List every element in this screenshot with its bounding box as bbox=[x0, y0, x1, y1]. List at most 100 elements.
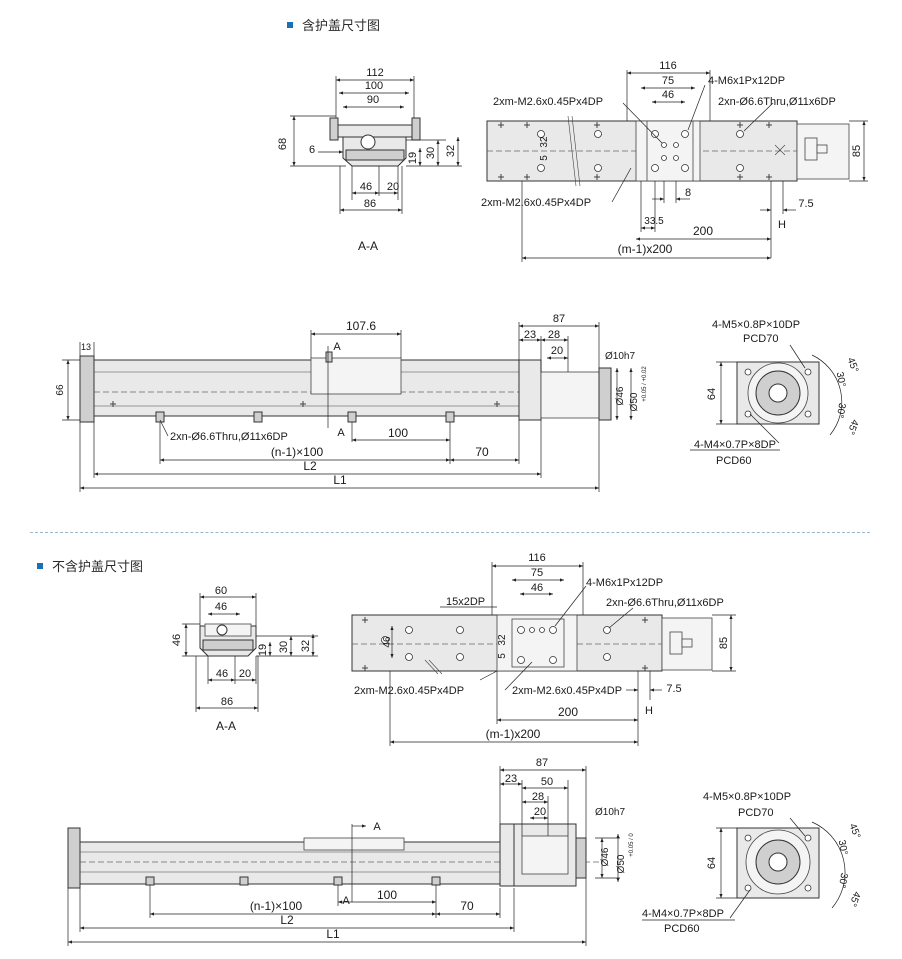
section-label: A-A bbox=[358, 239, 378, 253]
dim-tolerance: +0.05 / 0 bbox=[629, 833, 635, 857]
dim-33-5: 33.5 bbox=[644, 216, 664, 227]
tap-label: 4-M6x1Px12DP bbox=[708, 75, 785, 87]
heading-with-cover: 含护盖尺寸图 bbox=[287, 15, 380, 34]
dim-19: 19 bbox=[257, 644, 269, 656]
dim-23: 23 bbox=[505, 773, 517, 785]
flange-pcd60: PCD60 bbox=[664, 923, 699, 935]
bottom-side-view: 87 23 50 28 20 A A Ø10h7 Ø46 Ø50 +0.05 /… bbox=[67, 757, 635, 946]
heading-with-cover-text: 含护盖尺寸图 bbox=[302, 18, 381, 33]
dim-8: 8 bbox=[685, 187, 691, 199]
dim-28: 28 bbox=[548, 329, 560, 341]
marker-a bbox=[325, 351, 333, 363]
dim-6: 6 bbox=[309, 144, 315, 156]
thread-label-bottom: 2xm-M2.6x0.45Px4DP bbox=[481, 197, 591, 209]
bottom-flange-view: 4-M5×0.8P×10DP PCD70 64 45° 30° 30° 45° … bbox=[642, 791, 862, 935]
shaft-label: Ø10h7 bbox=[595, 807, 625, 818]
dim-30: 30 bbox=[278, 641, 290, 653]
dim-200: 200 bbox=[693, 224, 713, 238]
angle-45-bottom: 45° bbox=[847, 890, 863, 908]
dim-107-6: 107.6 bbox=[346, 319, 376, 333]
top-side-view: 107.6 13 66 A A 2xn-Ø6.6Thru,Ø11x6DP 100… bbox=[55, 313, 648, 492]
carriage-inner bbox=[646, 120, 694, 182]
top-flange-view: 4-M5×0.8P×10DP PCD70 64 45° 30° 30° 45° … bbox=[690, 319, 860, 467]
shaft-label: Ø10h7 bbox=[605, 351, 635, 362]
dim-46-bottom: 46 bbox=[216, 668, 228, 680]
dim-20: 20 bbox=[534, 806, 546, 818]
dim-l1: L1 bbox=[333, 473, 347, 487]
coupling-housing bbox=[521, 835, 569, 875]
flange-pcd70: PCD70 bbox=[738, 807, 773, 819]
dim-5: 5 bbox=[497, 653, 508, 659]
dim-87: 87 bbox=[536, 757, 548, 769]
dim-86: 86 bbox=[221, 696, 233, 708]
dim-5: 5 bbox=[539, 155, 550, 161]
angle-45-top: 45° bbox=[847, 822, 863, 840]
end-block-left bbox=[67, 827, 81, 889]
angle-45-bottom: 45° bbox=[845, 418, 861, 436]
dim-20: 20 bbox=[551, 345, 563, 357]
dim-13: 13 bbox=[81, 342, 91, 352]
motor-end-block-left bbox=[499, 823, 515, 887]
cut-mark-a-top: A bbox=[373, 821, 381, 833]
dim-19: 19 bbox=[407, 152, 419, 164]
flange-tap-label: 4-M5×0.8P×10DP bbox=[703, 791, 791, 803]
thread-label-left: 2xm-M2.6x0.45Px4DP bbox=[354, 685, 464, 697]
dim-60: 60 bbox=[215, 585, 227, 597]
motor-flange bbox=[575, 837, 587, 879]
dim-15x2dp: 15x2DP bbox=[446, 596, 485, 608]
dim-112: 112 bbox=[366, 67, 384, 79]
dim-70: 70 bbox=[460, 899, 474, 913]
bottom-section-view: 60 46 46 19 30 32 46 20 86 bbox=[171, 585, 318, 733]
flange-tap2-label: 4-M4×0.7P×8DP bbox=[694, 439, 776, 451]
top-section-view: 112 100 90 68 6 19 30 32 46 20 bbox=[277, 67, 462, 253]
dim-32: 32 bbox=[300, 640, 312, 652]
dim-90: 90 bbox=[367, 94, 379, 106]
rail-block bbox=[345, 149, 405, 161]
thread-label-top: 2xm-M2.6x0.45Px4DP bbox=[493, 96, 603, 108]
dim-86: 86 bbox=[364, 198, 376, 210]
adapter-shaft bbox=[816, 144, 828, 154]
flange-tap-label: 4-M5×0.8P×10DP bbox=[712, 319, 800, 331]
dim-dia-46: Ø46 bbox=[600, 847, 611, 866]
dim-tolerance: +0.05 / +0.02 bbox=[642, 366, 648, 402]
dim-85: 85 bbox=[851, 145, 863, 157]
rail-body bbox=[79, 841, 517, 885]
heading-bullet-icon bbox=[287, 21, 293, 28]
dim-30: 30 bbox=[425, 147, 437, 159]
top-plan-view: 116 75 46 4-M6x1Px12DP 2xm-M2.6x0.45Px4D… bbox=[481, 60, 868, 262]
cut-mark-a-bottom: A bbox=[337, 427, 345, 439]
dim-46: 46 bbox=[662, 89, 674, 101]
dim-116: 116 bbox=[528, 552, 546, 564]
dim-200: 200 bbox=[558, 705, 578, 719]
dim-64: 64 bbox=[706, 388, 718, 400]
angle-45-top: 45° bbox=[845, 356, 861, 374]
angle-30-top: 30° bbox=[836, 839, 849, 856]
dim-64: 64 bbox=[706, 857, 718, 869]
carriage-top bbox=[204, 623, 252, 637]
dim-pitch: (m-1)x200 bbox=[486, 727, 541, 741]
flange-tap2-label: 4-M4×0.7P×8DP bbox=[642, 908, 724, 920]
cover-plate bbox=[335, 124, 415, 138]
cover-side-left bbox=[329, 117, 339, 141]
heading-without-cover-text: 不含护盖尺寸图 bbox=[52, 559, 144, 574]
dim-H: H bbox=[778, 219, 786, 231]
dim-46-vertical: 46 bbox=[382, 636, 393, 648]
dim-dia-50: Ø50 bbox=[616, 854, 627, 873]
adapter-bore bbox=[804, 137, 818, 161]
motor-flange bbox=[598, 367, 612, 421]
dim-20: 20 bbox=[239, 668, 251, 680]
cut-mark-a-top: A bbox=[333, 341, 341, 353]
carriage-cover bbox=[310, 357, 402, 395]
dim-46-vertical: 46 bbox=[171, 634, 183, 646]
flange-bore bbox=[768, 383, 788, 403]
dim-85: 85 bbox=[718, 637, 730, 649]
dim-50: 50 bbox=[541, 776, 553, 788]
dim-87: 87 bbox=[553, 313, 565, 325]
section-separator bbox=[30, 532, 870, 533]
thru-label: 2xn-Ø6.6Thru,Ø11x6DP bbox=[718, 96, 836, 108]
dim-dia-46: Ø46 bbox=[615, 386, 626, 405]
flange-bore bbox=[768, 852, 788, 872]
cover-side-right bbox=[411, 117, 421, 141]
dim-pitch: (n-1)×100 bbox=[250, 899, 303, 913]
